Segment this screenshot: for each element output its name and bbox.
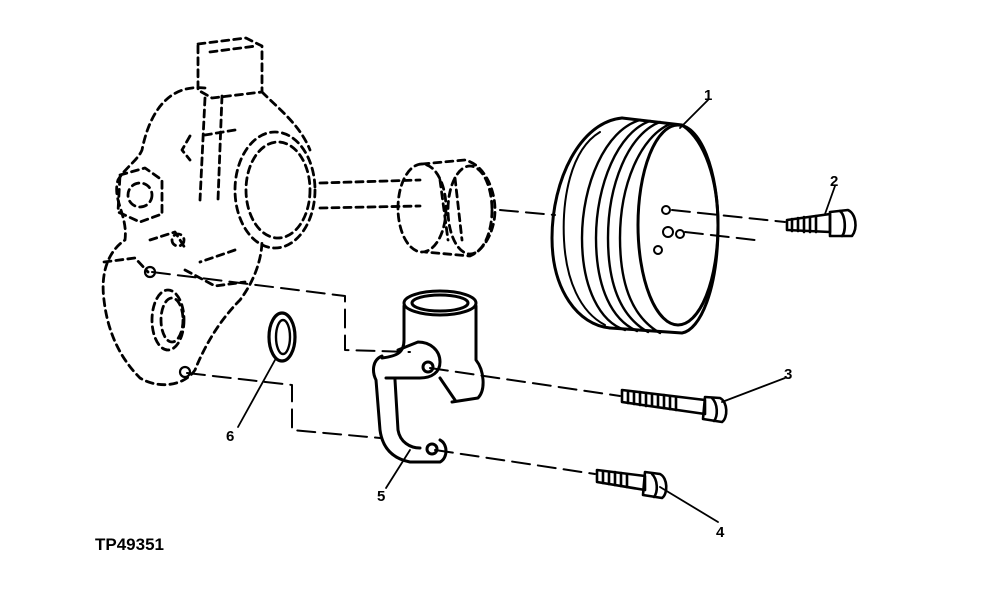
assembly-centerlines [151,209,786,475]
leader-lines [237,99,836,523]
bolt-2 [785,208,857,238]
bolt-3 [620,388,728,424]
callout-5: 5 [377,488,385,505]
callout-2: 2 [830,173,838,190]
o-ring [267,311,297,363]
callout-1: 1 [704,87,712,104]
callout-4: 4 [716,524,725,541]
pulley [550,116,720,335]
pump-housing-phantom [101,36,317,386]
outlet-elbow [372,289,485,464]
callout-3: 3 [784,366,792,383]
callout-6: 6 [226,428,234,445]
figure-id-label: TP49351 [95,535,164,554]
impeller-phantom [318,158,497,258]
bolt-4 [595,468,668,500]
